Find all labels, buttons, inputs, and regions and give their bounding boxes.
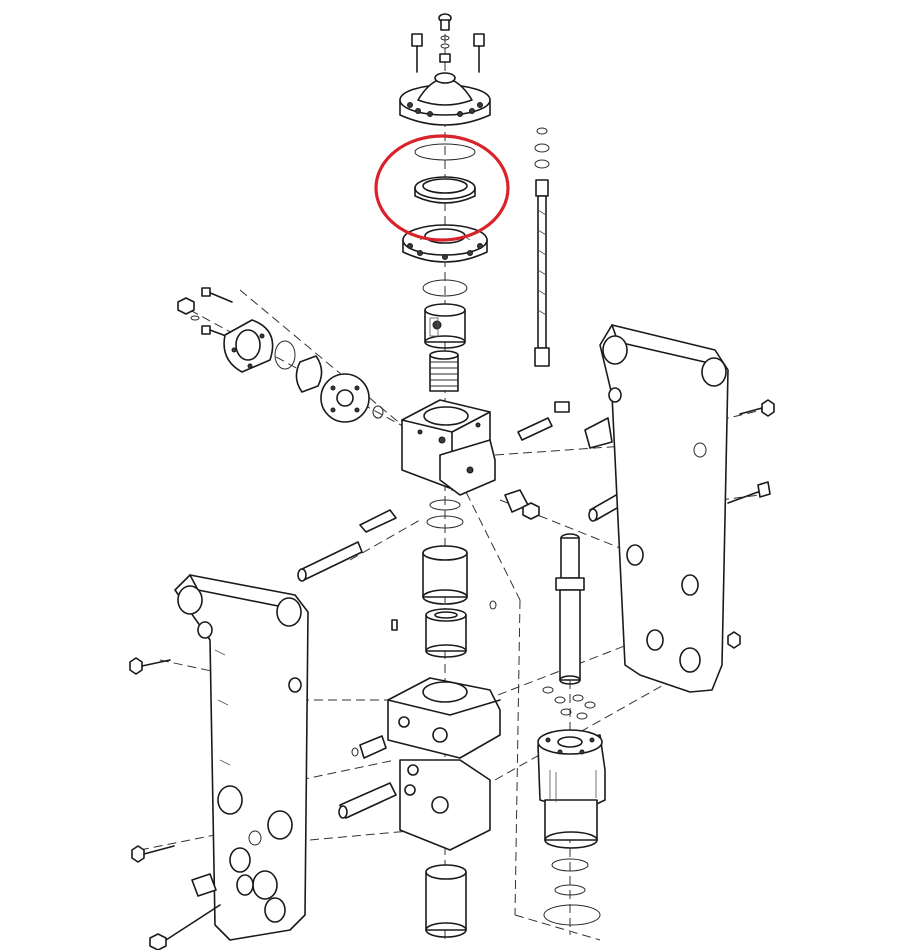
top-plug <box>438 13 452 63</box>
side-plate-left <box>174 574 309 941</box>
cylinder-body <box>387 677 501 851</box>
valve-body-fittings <box>359 401 570 533</box>
side-valve-cover <box>320 373 370 423</box>
valve-sleeve-upper <box>424 303 466 349</box>
small-pin <box>391 619 398 631</box>
cylinder-side-fitting <box>351 735 387 759</box>
cross-pin-left <box>297 541 363 582</box>
valve-spool <box>429 350 459 392</box>
front-head-rings <box>543 858 601 926</box>
cylinder-pin <box>338 782 397 819</box>
side-small-ring <box>372 405 384 419</box>
bottom-bushing <box>425 864 467 938</box>
lower-flange <box>402 224 488 263</box>
side-valve-flange <box>223 319 274 373</box>
side-piston <box>295 355 323 393</box>
side-plate-right <box>584 324 729 693</box>
front-head <box>537 729 606 849</box>
small-ring <box>489 600 497 610</box>
piston <box>555 533 585 685</box>
side-plate-right-bolts <box>727 399 775 649</box>
side-plate-left-bolts <box>129 657 221 950</box>
valve-body <box>401 399 496 496</box>
piston-small-rings <box>542 686 596 720</box>
side-o-ring <box>274 340 296 370</box>
bushing-upper <box>422 545 468 605</box>
bushing-middle <box>425 608 467 658</box>
o-ring <box>422 279 468 297</box>
side-valve-bolts <box>177 287 233 337</box>
cap-bolt-left <box>411 33 423 73</box>
seal-ring-stack <box>414 143 476 204</box>
tie-rod <box>534 127 550 367</box>
cap-bolt-right <box>473 33 485 73</box>
highlight-ellipse <box>374 134 510 242</box>
top-cap <box>399 72 491 126</box>
